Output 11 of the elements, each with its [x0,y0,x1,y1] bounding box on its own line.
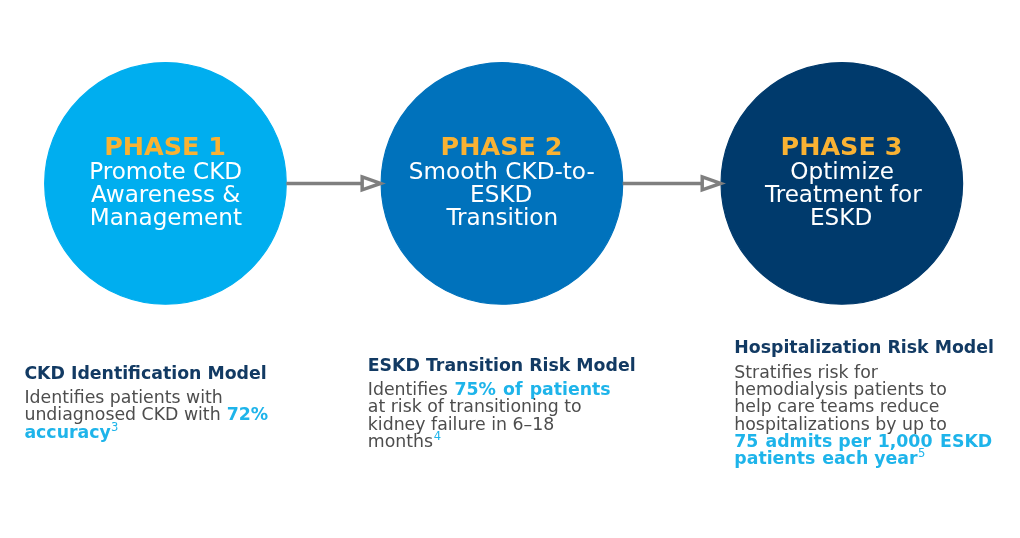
node-label: CKD Identification Model [24,362,267,383]
node-label: ESKD Transition Risk Model [367,354,636,375]
node-label: Identifies 75% of patients at risk of transitioning to kidney failure in 6–18 months$^{4}$ [367,379,611,452]
node-label: Stratifies risk for hemodialysis patients to help care teams reduce hospitalizations by up to 75 admits per 1,000 ESKD patients each year$^{5}$ [734,361,993,469]
arrow [622,174,726,193]
arrow [286,174,386,193]
node-label: Identifies patients with undiagnosed CKD with 72% accuracy$^{3}$ [24,387,269,442]
node-label: Hospitalization Risk Model [734,337,994,358]
node-circle: PHASE 3 Optimize Treatment for ESKD [720,62,964,305]
node-circle: PHASE 2 Smooth CKD-to-ESKD Transition [380,62,624,305]
node-circle: PHASE 1 Promote CKD Awareness & Management [44,62,287,305]
